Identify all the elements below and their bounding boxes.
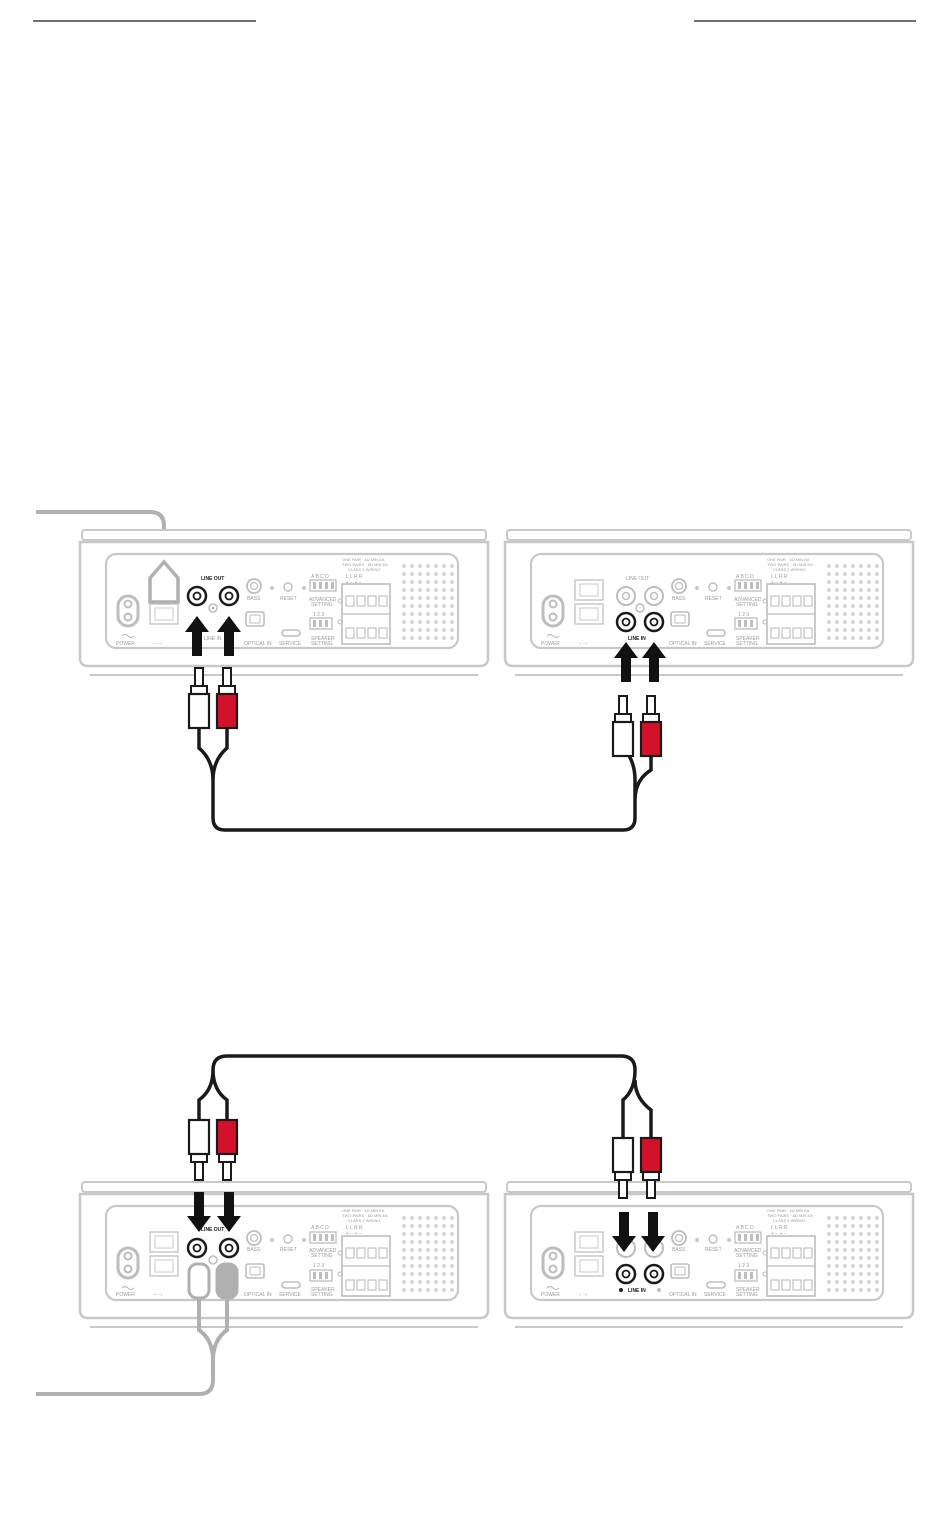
advanced-setting-label-1: ADVANCED bbox=[309, 597, 337, 603]
speaker-setting-label-1: SPEAKER bbox=[736, 636, 760, 642]
spec-label-3: CLASS 2 WIRING bbox=[773, 1218, 805, 1223]
rca-plug-red-left-bottom bbox=[215, 1118, 239, 1182]
terminal-label: L L R R bbox=[346, 574, 363, 580]
spec-label-3: CLASS 2 WIRING bbox=[348, 1218, 380, 1223]
terminal-sign-label: + − + − bbox=[771, 1231, 787, 1237]
advanced-setting-label-2: SETTING bbox=[736, 1253, 758, 1259]
bass-label: BASS bbox=[247, 1247, 261, 1253]
reset-label: RESET bbox=[280, 1247, 297, 1253]
dip-123-label: 1 2 3 bbox=[738, 612, 749, 618]
rca-plug-red-left-top bbox=[215, 666, 239, 730]
network-label: ‹···› bbox=[154, 641, 163, 647]
speaker-setting-label-2: SETTING bbox=[736, 1292, 758, 1298]
dip-abcd-label: A B C D bbox=[311, 574, 329, 580]
optical-in-label: OPTICAL IN bbox=[669, 641, 697, 647]
advanced-setting-label-1: ADVANCED bbox=[734, 597, 762, 603]
advanced-setting-label-2: SETTING bbox=[736, 602, 758, 608]
spec-label-3: CLASS 2 WIRING bbox=[773, 567, 805, 572]
reset-label: RESET bbox=[705, 1247, 722, 1253]
bottom-diagram bbox=[36, 1054, 915, 1396]
line-out-label: LINE OUT bbox=[626, 576, 649, 582]
spec-label-2: TWO PAIRS · 8Ω MIN EA bbox=[342, 562, 388, 567]
advanced-setting-label-1: ADVANCED bbox=[309, 1248, 337, 1254]
rca-plug-white-left-bottom bbox=[187, 1118, 211, 1182]
grey-plug-right bbox=[215, 1262, 239, 1300]
line-out-label: LINE OUT bbox=[201, 1227, 224, 1233]
power-label: POWER bbox=[541, 641, 560, 647]
bass-label: BASS bbox=[247, 596, 261, 602]
reset-label: RESET bbox=[705, 596, 722, 602]
grey-plug-left bbox=[187, 1262, 211, 1300]
spec-label-3: CLASS 2 WIRING bbox=[348, 567, 380, 572]
bass-label: BASS bbox=[672, 1247, 686, 1253]
rca-plug-white-right-top bbox=[611, 694, 635, 758]
reset-label: RESET bbox=[280, 596, 297, 602]
terminal-sign-label: + − + − bbox=[771, 580, 787, 586]
device-left-bottom bbox=[78, 1180, 490, 1329]
advanced-setting-label-2: SETTING bbox=[311, 602, 333, 608]
grey-cable-bottom bbox=[36, 1298, 229, 1396]
speaker-setting-label-2: SETTING bbox=[311, 641, 333, 647]
optical-in-label: OPTICAL IN bbox=[669, 1292, 697, 1298]
rca-cable-top bbox=[197, 728, 653, 832]
ethernet-plug-top bbox=[148, 559, 180, 604]
optical-in-label: OPTICAL IN bbox=[244, 1292, 272, 1298]
advanced-setting-label-1: ADVANCED bbox=[734, 1248, 762, 1254]
rca-cable-bottom bbox=[197, 1054, 653, 1138]
line-out-label: LINE OUT bbox=[201, 576, 224, 582]
line-in-label: LINE IN bbox=[628, 1288, 646, 1294]
service-label: SERVICE bbox=[704, 641, 727, 647]
dip-abcd-label: A B C D bbox=[311, 1225, 329, 1231]
device-right-top bbox=[503, 528, 915, 677]
power-label: POWER bbox=[541, 1292, 560, 1298]
device-right-bottom bbox=[503, 1180, 915, 1329]
spec-label-1: ONE PAIR · 4Ω MIN EA bbox=[767, 557, 810, 562]
terminal-label: L L R R bbox=[771, 574, 788, 580]
service-label: SERVICE bbox=[279, 641, 302, 647]
line-in-label: LINE IN bbox=[204, 636, 222, 642]
network-label: ‹···› bbox=[154, 1292, 163, 1298]
dip-123-label: 1 2 3 bbox=[313, 612, 324, 618]
speaker-setting-label-2: SETTING bbox=[736, 641, 758, 647]
terminal-sign-label: + − + − bbox=[346, 1231, 362, 1237]
rca-plug-white-left-top bbox=[187, 666, 211, 730]
speaker-setting-label-1: SPEAKER bbox=[736, 1287, 760, 1293]
spec-label-1: ONE PAIR · 4Ω MIN EA bbox=[342, 557, 385, 562]
dip-abcd-label: A B C D bbox=[736, 574, 754, 580]
spec-label-2: TWO PAIRS · 8Ω MIN EA bbox=[342, 1213, 388, 1218]
terminal-label: L L R R bbox=[346, 1225, 363, 1231]
spec-label-2: TWO PAIRS · 8Ω MIN EA bbox=[767, 1213, 813, 1218]
network-cable-top bbox=[36, 510, 166, 562]
network-label: ‹···› bbox=[579, 1292, 588, 1298]
bass-label: BASS bbox=[672, 596, 686, 602]
dip-abcd-label: A B C D bbox=[736, 1225, 754, 1231]
optical-in-label: OPTICAL IN bbox=[244, 641, 272, 647]
power-label: POWER bbox=[116, 641, 135, 647]
speaker-setting-label-1: SPEAKER bbox=[311, 636, 335, 642]
dip-123-label: 1 2 3 bbox=[738, 1263, 749, 1269]
power-label: POWER bbox=[116, 1292, 135, 1298]
service-label: SERVICE bbox=[279, 1292, 302, 1298]
spec-label-2: TWO PAIRS · 8Ω MIN EA bbox=[767, 562, 813, 567]
network-label: ‹···› bbox=[579, 641, 588, 647]
rca-plug-red-right-top bbox=[639, 694, 663, 758]
spec-label-1: ONE PAIR · 4Ω MIN EA bbox=[342, 1208, 385, 1213]
line-in-label: LINE IN bbox=[628, 636, 646, 642]
speaker-setting-label-1: SPEAKER bbox=[311, 1287, 335, 1293]
device-left-top bbox=[78, 528, 490, 677]
speaker-setting-label-2: SETTING bbox=[311, 1292, 333, 1298]
service-label: SERVICE bbox=[704, 1292, 727, 1298]
dip-123-label: 1 2 3 bbox=[313, 1263, 324, 1269]
top-diagram bbox=[36, 510, 915, 832]
advanced-setting-label-2: SETTING bbox=[311, 1253, 333, 1259]
spec-label-1: ONE PAIR · 4Ω MIN EA bbox=[767, 1208, 810, 1213]
terminal-sign-label: + − + − bbox=[346, 580, 362, 586]
terminal-label: L L R R bbox=[771, 1225, 788, 1231]
